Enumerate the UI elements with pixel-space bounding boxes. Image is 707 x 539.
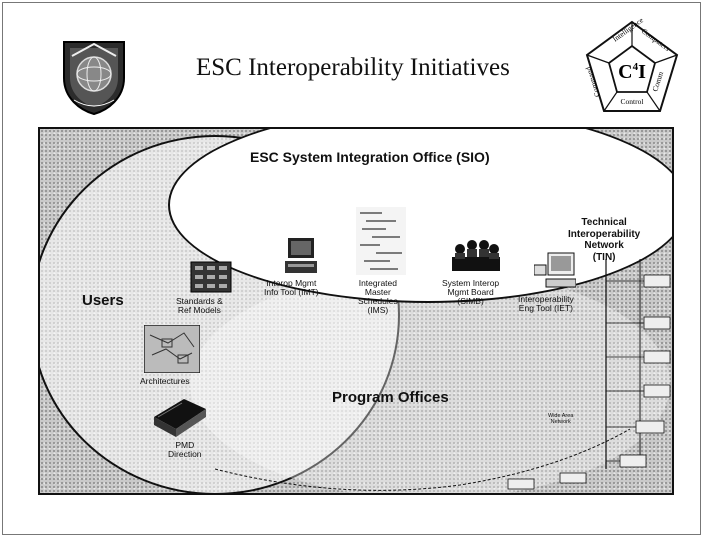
sio-label: ESC System Integration Office (SIO) bbox=[250, 149, 490, 165]
standards-label: Standards &Ref Models bbox=[176, 296, 223, 315]
sio-ellipse bbox=[168, 129, 672, 303]
slide-title: ESC Interoperability Initiatives bbox=[196, 54, 510, 81]
board-meeting-icon bbox=[452, 237, 500, 273]
architecture-map-icon bbox=[144, 325, 200, 373]
book-icon bbox=[150, 395, 208, 439]
program-offices-label: Program Offices bbox=[332, 389, 449, 406]
interop-diagram: ESC System Integration Office (SIO) User… bbox=[38, 127, 674, 495]
schedule-chart-icon bbox=[356, 207, 406, 275]
ring-word-control: Control bbox=[621, 97, 644, 106]
esc-seal-logo bbox=[58, 36, 130, 116]
network-lines bbox=[214, 259, 671, 491]
workstation-icon bbox=[534, 251, 576, 291]
architectures-label: Architectures bbox=[140, 376, 190, 386]
c4i-center-text: C4I bbox=[618, 61, 646, 83]
users-label: Users bbox=[82, 292, 124, 309]
c4i-logo: C4I Intelligence Computers Comm Control … bbox=[583, 18, 681, 118]
slide-frame bbox=[2, 2, 701, 535]
tin-label: Technical Interoperability Network (TIN) bbox=[568, 217, 641, 263]
program-offices-region bbox=[190, 269, 670, 493]
computer-icon bbox=[284, 237, 318, 275]
server-rack-icon bbox=[190, 261, 232, 293]
